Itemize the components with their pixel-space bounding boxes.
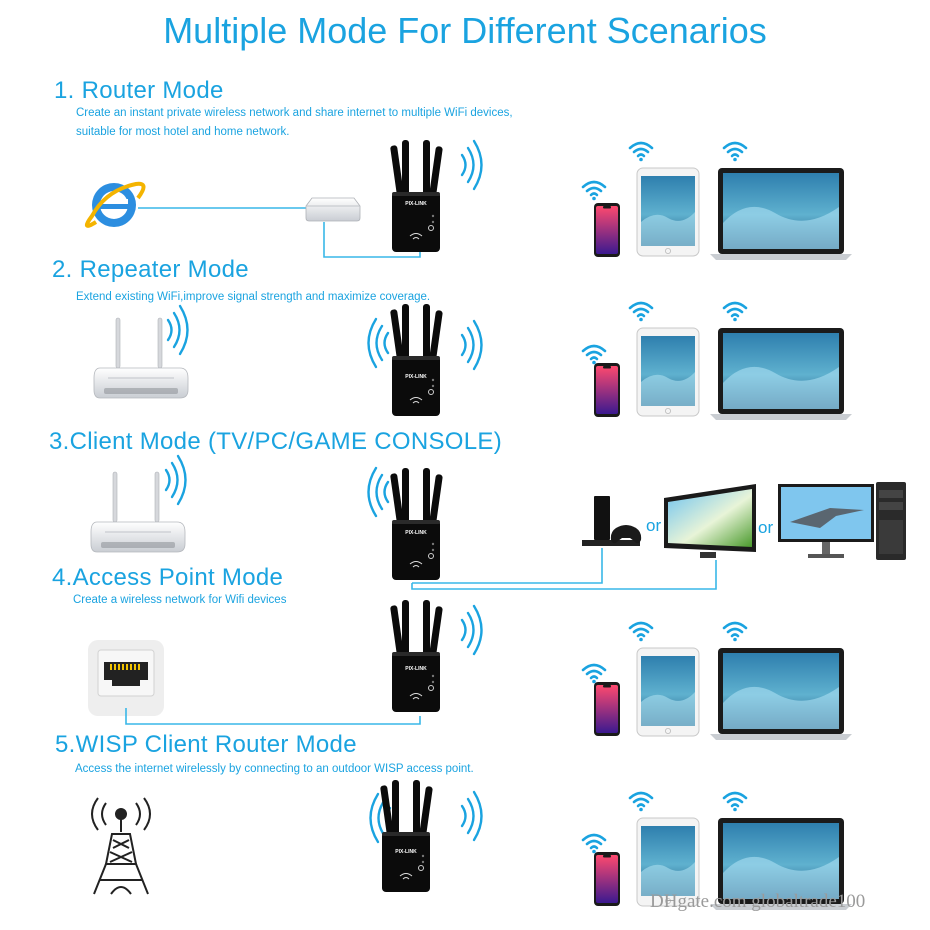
extender-device-router-mode: PIX-LINK xyxy=(389,139,444,253)
mode-description-router-line1: Create an instant private wireless netwo… xyxy=(76,107,513,119)
mode-description-wisp: Access the internet wirelessly by connec… xyxy=(75,763,474,775)
laptop-icon xyxy=(710,168,852,260)
wifi-icon xyxy=(722,621,748,643)
extender-device-client-mode: PIX-LINK xyxy=(389,467,444,581)
or-label: or xyxy=(646,516,662,535)
modem-icon xyxy=(305,197,361,222)
mode-heading-router: 1. Router Mode xyxy=(54,77,224,104)
extender-device-wisp-mode: PIX-LINK xyxy=(379,779,434,893)
mode-heading-repeater: 2. Repeater Mode xyxy=(52,256,249,283)
laptop-icon xyxy=(710,328,852,420)
signal-waves-icon xyxy=(460,790,483,842)
signal-waves-icon xyxy=(367,317,390,369)
wifi-icon xyxy=(628,621,654,643)
device-brand-label: PIX-LINK xyxy=(395,849,417,855)
wifi-icon xyxy=(581,344,607,366)
signal-waves-icon xyxy=(164,454,187,506)
wisp-tower-icon xyxy=(91,797,151,895)
device-brand-label: PIX-LINK xyxy=(405,666,427,672)
extender-device-repeater-mode: PIX-LINK xyxy=(389,303,444,417)
wireless-router-icon xyxy=(90,471,186,553)
device-brand-label: PIX-LINK xyxy=(405,530,427,536)
tablet-icon xyxy=(636,167,700,257)
game-console-icon xyxy=(582,496,642,546)
wifi-icon xyxy=(628,791,654,813)
signal-waves-icon xyxy=(460,604,483,656)
smartphone-icon xyxy=(594,682,620,736)
page-title: Multiple Mode For Different Scenarios xyxy=(163,10,767,51)
ethernet-port-icon xyxy=(88,640,164,716)
wifi-devices-row-4 xyxy=(581,621,852,740)
connection-line xyxy=(412,548,603,584)
mode-description-router-line2: suitable for most hotel and home network… xyxy=(76,126,290,138)
wifi-icon xyxy=(581,180,607,202)
wifi-icon xyxy=(722,141,748,163)
wifi-icon xyxy=(581,663,607,685)
mode-description-access-point: Create a wireless network for Wifi devic… xyxy=(73,594,287,606)
desktop-pc-icon xyxy=(778,482,906,560)
connection-line xyxy=(411,560,717,590)
smartphone-icon xyxy=(594,852,620,906)
device-brand-label: PIX-LINK xyxy=(405,201,427,207)
wifi-icon xyxy=(722,791,748,813)
mode-heading-access-point: 4.Access Point Mode xyxy=(52,564,284,591)
laptop-icon xyxy=(710,648,852,740)
signal-waves-icon xyxy=(460,319,483,371)
or-label: or xyxy=(758,518,774,537)
tablet-icon xyxy=(636,327,700,417)
mode-heading-wisp: 5.WISP Client Router Mode xyxy=(55,731,357,758)
monitor-icon xyxy=(664,484,756,558)
smartphone-icon xyxy=(594,363,620,417)
mode-description-repeater: Extend existing WiFi,improve signal stre… xyxy=(76,291,431,303)
wifi-icon xyxy=(581,833,607,855)
tablet-icon xyxy=(636,647,700,737)
signal-waves-icon xyxy=(460,139,483,191)
watermark: DHgate.com globaltrade100 xyxy=(650,891,866,912)
wifi-devices-row-2 xyxy=(581,301,852,420)
smartphone-icon xyxy=(594,203,620,257)
extender-device-access-point-mode: PIX-LINK xyxy=(389,599,444,713)
wifi-icon xyxy=(628,141,654,163)
device-brand-label: PIX-LINK xyxy=(405,374,427,380)
signal-waves-icon xyxy=(367,466,390,518)
connection-line xyxy=(125,708,421,725)
signal-waves-icon xyxy=(166,304,189,356)
wireless-router-icon xyxy=(93,317,189,399)
internet-explorer-icon xyxy=(84,181,146,228)
wifi-icon xyxy=(628,301,654,323)
wifi-icon xyxy=(722,301,748,323)
mode-heading-client: 3.Client Mode (TV/PC/GAME CONSOLE) xyxy=(49,428,502,455)
wifi-devices-row-1 xyxy=(581,141,852,260)
